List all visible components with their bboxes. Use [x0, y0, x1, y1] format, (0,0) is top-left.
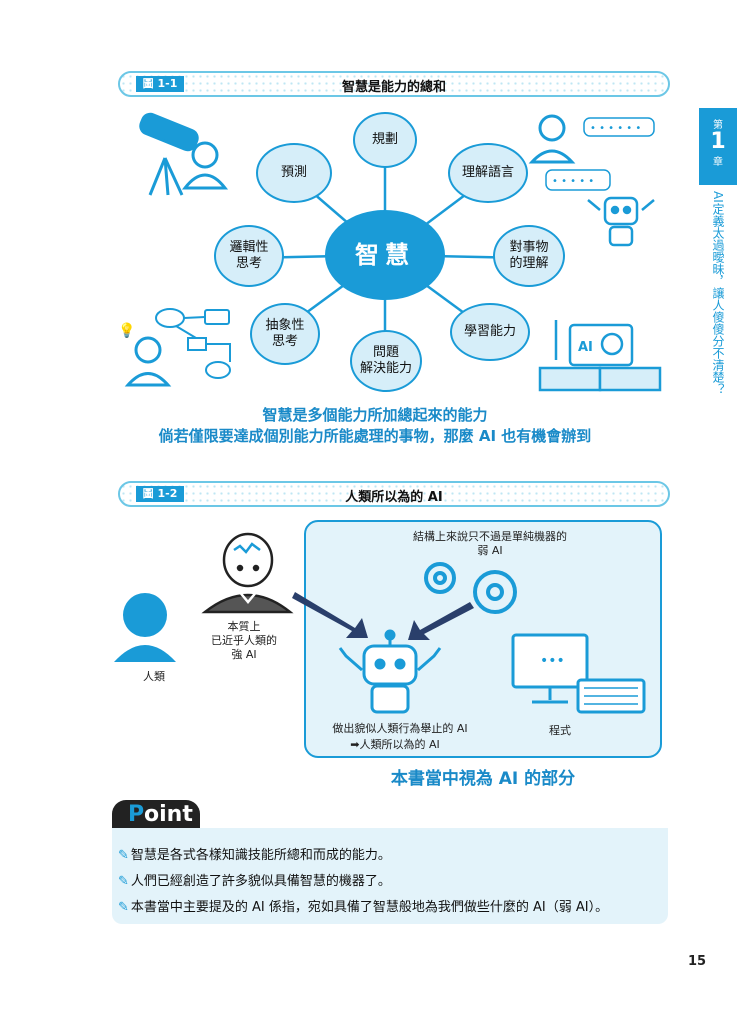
chapter-number: 1 — [710, 129, 726, 154]
strong-ai-label: 本質上 已近乎人類的 強 AI — [211, 620, 277, 661]
figure-2-header: 圖 1-2 人類所以為的 AI — [118, 481, 670, 507]
figure-1-tag: 圖 1-1 — [136, 76, 184, 92]
human-icon — [114, 593, 176, 662]
gears-icon — [424, 562, 517, 614]
point-item: ✎智慧是各式各樣知識技能所總和而成的能力。 — [118, 848, 391, 863]
svg-text:AI: AI — [578, 340, 593, 355]
point-panel — [112, 828, 668, 924]
robot-sublabel: ➡人類所以為的 AI — [350, 738, 440, 751]
human-label: 人類 — [143, 670, 165, 683]
figure-2-tag: 圖 1-2 — [136, 486, 184, 502]
figure-1-caption-line1: 智慧是多個能力所加總起來的能力 — [262, 406, 488, 424]
page-number: 15 — [688, 954, 707, 969]
node-learning: 學習能力 — [450, 303, 530, 361]
chapter-title: AI定義太過曖昧，讓人傻傻分不清楚？ — [711, 191, 725, 395]
arrows-icon — [292, 592, 474, 640]
node-logical-thinking: 邏輯性 思考 — [214, 225, 284, 287]
pencil-icon: ✎ — [118, 874, 129, 889]
weak-ai-label: 結構上來說只不過是單純機器的 弱 AI — [413, 530, 567, 557]
figure-1-title: 智慧是能力的總和 — [341, 80, 446, 95]
svg-text:•••: ••• — [540, 653, 565, 669]
point-item: ✎本書當中主要提及的 AI 係指，宛如具備了智慧般地為我們做些什麼的 AI（弱 … — [118, 900, 609, 915]
figure-2-title: 人類所以為的 AI — [345, 490, 443, 505]
chapter-suffix: 章 — [713, 157, 723, 168]
telescope-person-icon — [139, 112, 229, 196]
figure-2-diagram: ••• — [114, 532, 646, 714]
point-item: ✎人們已經創造了許多貌似具備智慧的機器了。 — [118, 874, 391, 889]
point-heading-p: P — [128, 802, 145, 827]
robot-studying-icon: AI — [538, 320, 662, 392]
center-wisdom: 智慧 — [325, 210, 445, 300]
node-language: 理解語言 — [448, 143, 528, 203]
chapter-title-box: AI定義太過曖昧，讓人傻傻分不清楚？ — [699, 185, 737, 443]
svg-text:💡: 💡 — [118, 322, 135, 339]
point-heading-rest: oint — [144, 802, 193, 827]
person-thinking-flowchart-icon: 💡 — [118, 308, 231, 387]
person-speaking-icon: • • • • • • — [528, 114, 655, 164]
chapter-prefix: 第 — [713, 120, 723, 131]
node-predict: 預測 — [256, 143, 332, 203]
node-abstract-thinking: 抽象性 思考 — [250, 303, 320, 365]
program-label: 程式 — [549, 724, 571, 737]
svg-text:• • • • • •: • • • • • • — [590, 123, 641, 134]
strong-ai-person-icon — [201, 532, 294, 614]
svg-text:• • • • •: • • • • • — [552, 176, 594, 187]
pencil-icon: ✎ — [118, 900, 129, 915]
pencil-icon: ✎ — [118, 848, 129, 863]
node-plan: 規劃 — [353, 112, 417, 168]
node-problem-solving: 問題 解決能力 — [350, 330, 422, 392]
figure-2-caption: 本書當中視為 AI 的部分 — [390, 769, 576, 789]
robot-speaking-icon: • • • • • — [545, 169, 655, 247]
node-understanding-things: 對事物 的理解 — [493, 225, 565, 287]
robot-label: 做出貌似人類行為舉止的 AI — [332, 722, 468, 735]
computer-icon: ••• — [511, 633, 646, 714]
robot-icon — [338, 629, 442, 714]
figure-1-caption-line2: 倘若僅限要達成個別能力所能處理的事物，那麼 AI 也有機會辦到 — [158, 427, 592, 445]
ai-scope-panel — [304, 520, 662, 758]
figure-1-header: 圖 1-1 智慧是能力的總和 — [118, 71, 670, 97]
